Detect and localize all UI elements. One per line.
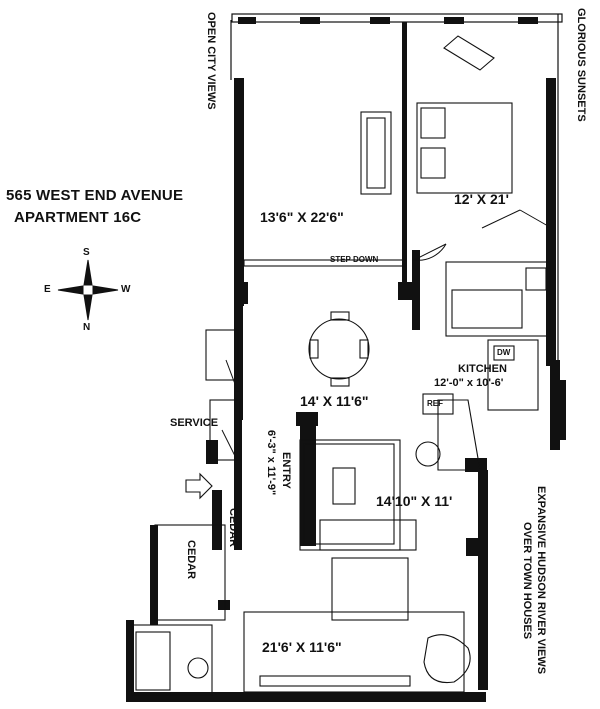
living-room-size: 13'6" X 22'6" [260, 209, 344, 225]
step-down-label: STEP DOWN [330, 255, 379, 264]
river-view-label-1: EXPANSIVE HUDSON RIVER VIEWS [535, 486, 547, 675]
compass-north: N [83, 322, 91, 333]
bedroom2-size: 21'6' X 11'6" [262, 639, 342, 655]
building-address: 565 WEST END AVENUE [6, 187, 184, 204]
entry-size: 6'-3" x 11'-9" [265, 430, 277, 496]
top-window-frame [231, 13, 563, 23]
east-wall [546, 78, 556, 366]
dining-room-size: 14' X 11'6" [300, 393, 369, 409]
living-sofa [360, 111, 392, 195]
west-wall-living [234, 78, 244, 306]
east-view-label: GLORIOUS SUNSETS [575, 8, 587, 122]
bedroom1-bed [416, 102, 513, 194]
den-size: 14'10" X 11' [376, 493, 453, 509]
service-label: SERVICE [170, 417, 219, 429]
compass-west: W [121, 284, 131, 295]
dishwasher-label: DW [497, 348, 511, 357]
kitchen-size: 12'-0" x 10'-6' [434, 377, 504, 389]
apartment-number: APARTMENT 16C [14, 209, 142, 226]
bedroom2-bed [331, 557, 409, 621]
partition-wall [402, 22, 407, 300]
compass-south: S [83, 247, 90, 258]
cedar-closet-2: CEDAR [185, 540, 197, 580]
compass-rose [57, 259, 119, 321]
kitchen-label: KITCHEN [458, 363, 507, 375]
refrigerator-label: REF [427, 399, 443, 408]
bedroom1-size: 12' X 21' [454, 191, 509, 207]
river-view-label-2: OVER TOWN HOUSES [521, 522, 533, 640]
entry-arrow [185, 472, 213, 500]
entry-label: ENTRY [280, 452, 292, 489]
dining-table [308, 318, 370, 380]
compass-east: E [44, 284, 51, 295]
cedar-closet-1: CEDAR [227, 508, 239, 548]
west-view-label: OPEN CITY VIEWS [205, 12, 217, 110]
